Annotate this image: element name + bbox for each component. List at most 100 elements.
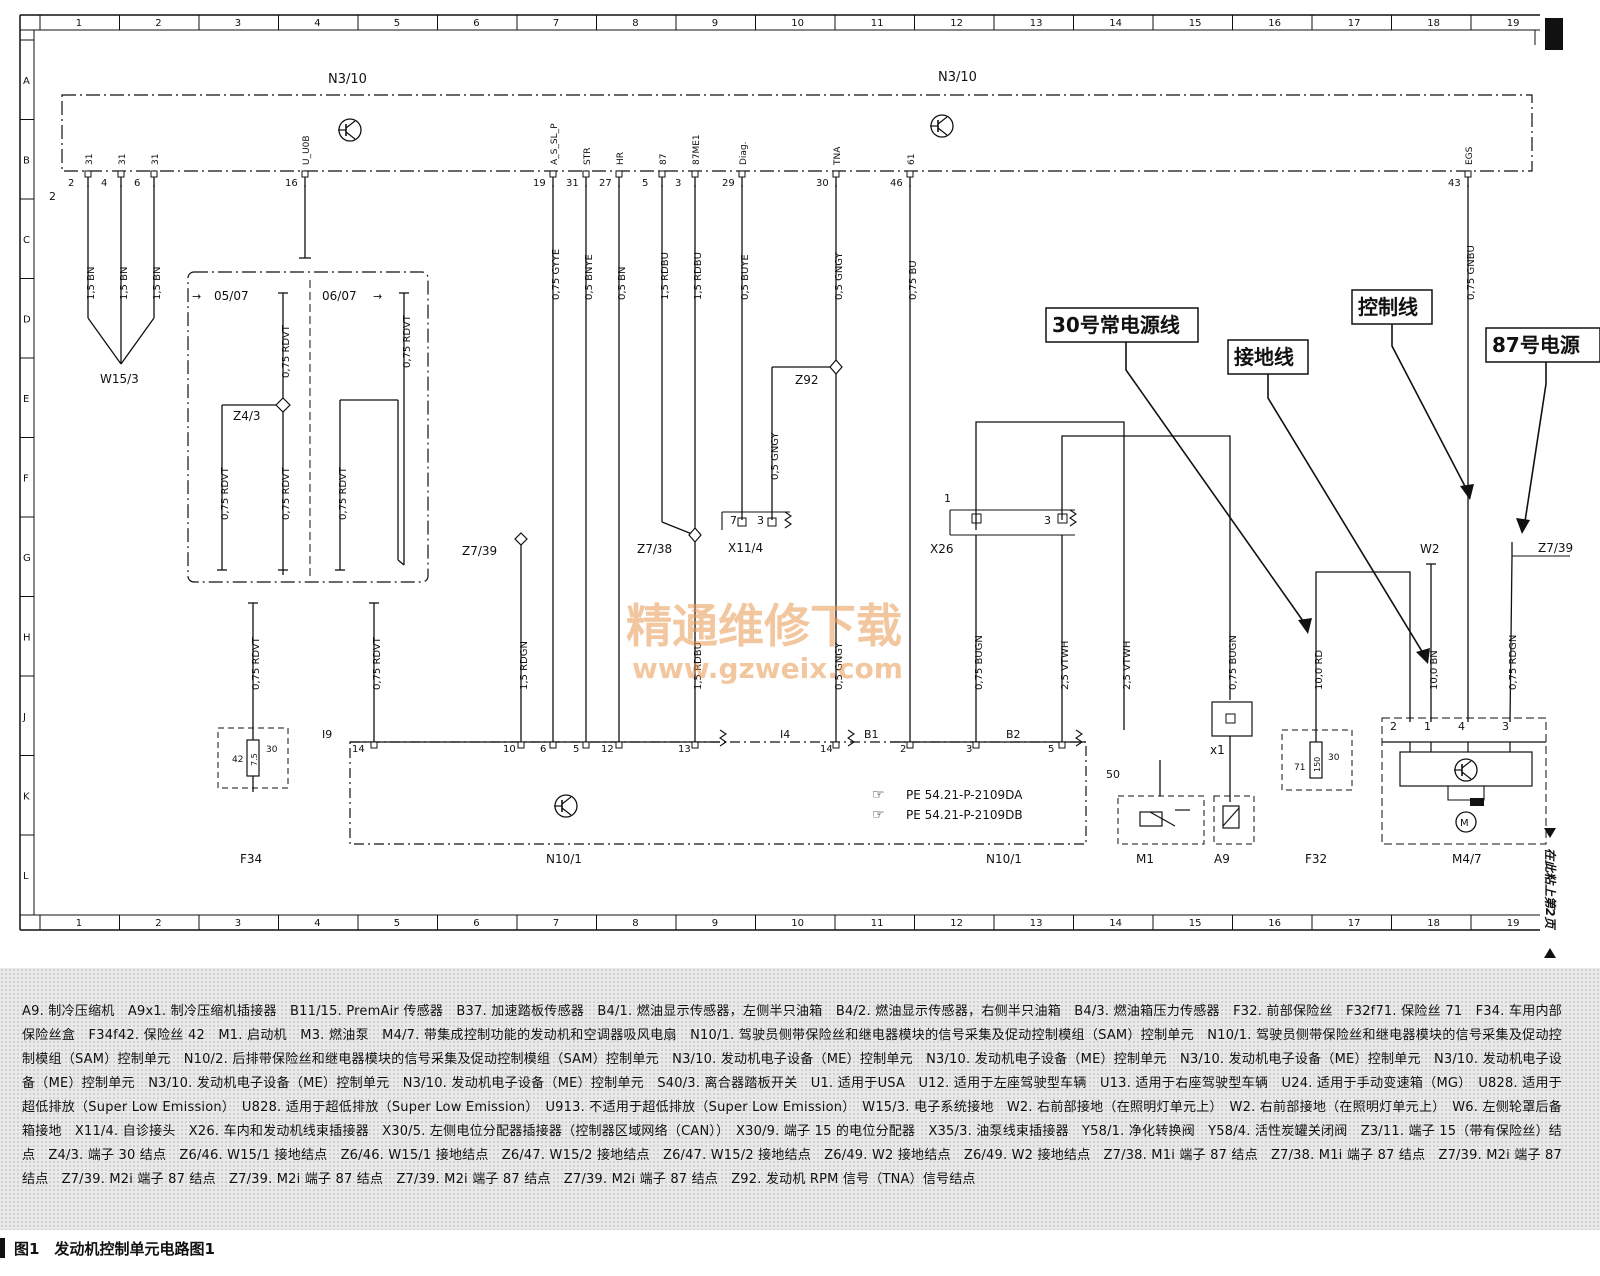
pin-number: 2 xyxy=(1390,720,1397,733)
reference-icon: ☞ xyxy=(872,787,885,803)
fuse-rating: 150 xyxy=(1313,757,1322,772)
grid-column-label: 3 xyxy=(235,918,241,929)
connector-x114: 7 3 X11/4 xyxy=(721,511,792,555)
wire-label: 0,5 GNGY xyxy=(834,251,845,300)
grid-column-label: 1 xyxy=(76,918,82,929)
grid-column-label: 18 xyxy=(1427,18,1440,29)
grid-row-label: J xyxy=(22,712,26,723)
pin-signal: 31 xyxy=(85,154,95,165)
grid-column-label: 4 xyxy=(314,18,320,29)
wire-label: 0,75 RDVT xyxy=(220,466,231,520)
callouts: 30号常电源线 接地线 控制线 87号电源 xyxy=(1045,289,1600,664)
ecu-label-right: N3/10 xyxy=(938,70,977,85)
node-icon xyxy=(688,527,702,543)
pin-number: 3 xyxy=(1044,514,1051,527)
grid-row-label: L xyxy=(23,871,29,882)
reference-icon: ☞ xyxy=(872,807,885,823)
grid-column-label: 1 xyxy=(76,18,82,29)
wire-label: 10,0 BN xyxy=(1429,650,1440,690)
pin-signal: EGS xyxy=(1465,146,1475,165)
compressor-a9: x1 A9 xyxy=(1210,701,1255,866)
wire-label: 0,75 GYYE xyxy=(551,249,562,300)
watermark-url: www.gzweix.com xyxy=(632,652,903,685)
connector-x26: 1 3 X26 0,75 BUGN 2,5 VTWH 2,5 VTWH 0,75… xyxy=(930,421,1239,742)
pin-number: 30 xyxy=(816,178,829,189)
power-supply-right: 10,0 RD W2 10,0 BN Z7/39 0,75 RDGN 71 30… xyxy=(1281,541,1573,866)
component-label-m1: M1 xyxy=(1136,852,1154,866)
callout-ground: 接地线 xyxy=(1234,345,1294,369)
ecu-pin: 16 U_U0B xyxy=(285,135,312,189)
node-icon xyxy=(829,359,843,375)
fuse-pin: 30 xyxy=(266,745,278,755)
pin-number: 12 xyxy=(601,744,614,755)
grid-column-label: 15 xyxy=(1189,918,1202,929)
watermark-title: 精通维修下载 xyxy=(626,599,902,653)
grid-column-label: 19 xyxy=(1507,918,1520,929)
pin-number: 19 xyxy=(533,178,546,189)
pin-signal: A_S_SL_P xyxy=(550,123,560,165)
transistor-icon xyxy=(554,794,578,818)
pin-number: 31 xyxy=(566,178,579,189)
box-0507-title: 05/07 xyxy=(214,289,249,303)
starter-m1: 50 M1 xyxy=(1106,760,1205,866)
grid-column-label: 16 xyxy=(1268,18,1281,29)
pin-number: 1 xyxy=(1424,720,1431,733)
pin-signal: 31 xyxy=(151,154,161,165)
node-label-z738: Z7/38 xyxy=(637,542,672,556)
pin-number: 5 xyxy=(1048,744,1054,755)
figure-caption: 图1 发动机控制单元电路图1 xyxy=(14,1240,215,1258)
sensor-label-b1: B1 xyxy=(864,728,879,741)
grid-row-label: F xyxy=(23,473,29,484)
arrow-head-icon xyxy=(1516,518,1530,534)
signal-wires: 0,75 RDVT Z7/39 1,5 RDGN Z7/38 1,5 RDBU … xyxy=(369,185,1469,742)
wire-label: 0,5 BN xyxy=(617,267,628,300)
component-label-m47: M4/7 xyxy=(1452,852,1482,866)
pin-number: 13 xyxy=(678,744,691,755)
ecu-connector-number: 2 xyxy=(49,190,56,203)
fuse-pin: 42 xyxy=(232,755,243,765)
wire-label: 1,5 BN xyxy=(119,267,130,300)
connector-spring-icon xyxy=(847,729,855,747)
connector-label: I4 xyxy=(780,728,790,741)
connector-spring-icon xyxy=(719,729,727,747)
sensor-label-b2: B2 xyxy=(1006,728,1021,741)
grid-column-label: 12 xyxy=(950,918,963,929)
grid-row-label: B xyxy=(23,155,30,166)
wire-label: 1,5 BN xyxy=(152,267,163,300)
box-0507-arrow: → xyxy=(192,290,201,303)
wire-label: 0,75 RDVT xyxy=(372,636,383,690)
wire-label: 0,5 GNGY xyxy=(770,431,781,480)
pin-number: 3 xyxy=(1502,720,1509,733)
pin-signal: U_U0B xyxy=(302,135,312,165)
transistor-icon xyxy=(1454,758,1478,782)
wire-label: 1,5 RDBU xyxy=(693,642,704,690)
grid-column-label: 11 xyxy=(871,18,884,29)
side-note: 在此粘上第2页 xyxy=(1543,848,1557,930)
legend-panel xyxy=(0,968,1600,1230)
box-0607-title: 06/07 xyxy=(322,289,357,303)
grid-row-label: K xyxy=(23,791,30,802)
pin-number: 2 xyxy=(68,178,74,189)
pin-socket xyxy=(1058,741,1066,749)
pin-number: 10 xyxy=(503,744,516,755)
pin-number: 16 xyxy=(285,178,298,189)
pin-socket xyxy=(549,741,557,749)
pin-socket xyxy=(517,741,525,749)
pin-number: 14 xyxy=(352,744,365,755)
wire-label: 1,5 RDGN xyxy=(519,641,530,690)
grid-row-label: G xyxy=(23,553,31,564)
pin-number: 6 xyxy=(134,178,140,189)
callout-87-power: 87号电源 xyxy=(1492,333,1580,357)
wire-label: 0,75 BUGN xyxy=(1228,635,1239,690)
wire-label: 0,75 RDVT xyxy=(402,314,413,368)
grid-column-label: 12 xyxy=(950,18,963,29)
watermark: 精通维修下载 www.gzweix.com xyxy=(626,599,903,685)
grid-column-label: 7 xyxy=(553,918,559,929)
grid-column-label: 6 xyxy=(473,18,479,29)
wire-label: 0,75 BU xyxy=(908,260,919,300)
